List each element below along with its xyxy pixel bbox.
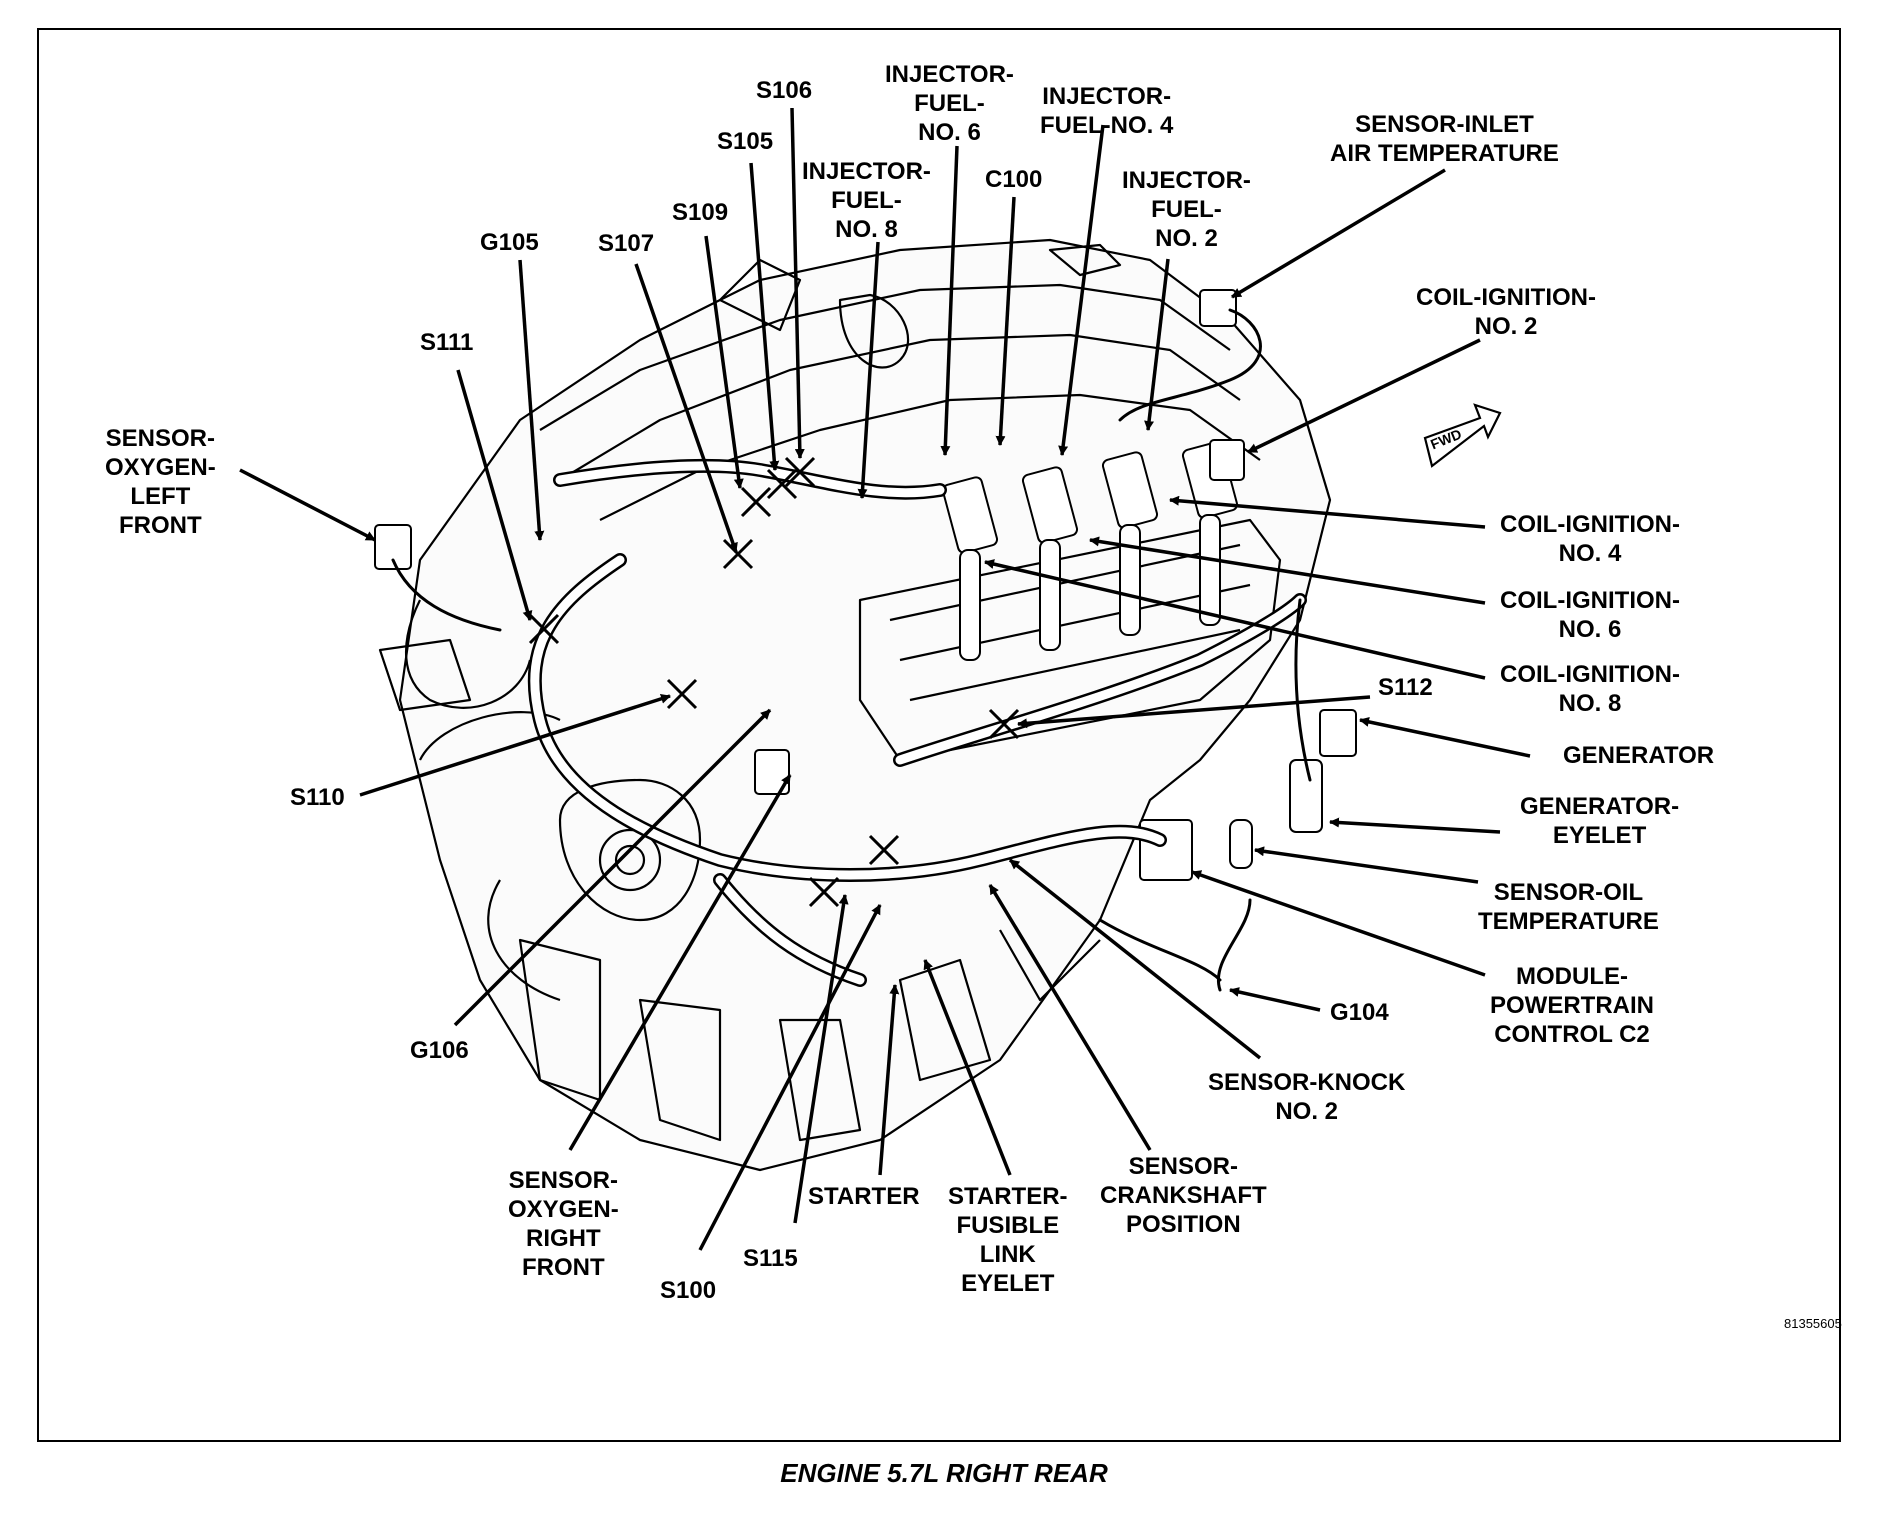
label-s109: S109 bbox=[672, 199, 729, 226]
label-s106: S106 bbox=[756, 77, 813, 104]
label-s105: S105 bbox=[717, 128, 774, 155]
label-coil-ignition-2: COIL-IGNITION-NO. 2 bbox=[1416, 284, 1596, 340]
label-generator-eyelet: GENERATOR-EYELET bbox=[1520, 793, 1680, 849]
engine-block bbox=[378, 238, 1332, 1172]
label-injector-fuel-4: INJECTOR-FUEL-NO. 4 bbox=[1040, 83, 1174, 139]
label-c100: C100 bbox=[985, 166, 1043, 193]
coil-row bbox=[374, 289, 1357, 881]
label-coil-ignition-4: COIL-IGNITION-NO. 4 bbox=[1500, 511, 1680, 567]
label-coil-ignition-6: COIL-IGNITION-NO. 6 bbox=[1500, 587, 1680, 643]
label-s115: S115 bbox=[743, 1245, 798, 1272]
figure-caption: ENGINE 5.7L RIGHT REAR bbox=[780, 1458, 1108, 1488]
label-injector-fuel-2: INJECTOR-FUEL-NO. 2 bbox=[1122, 167, 1251, 252]
label-s110: S110 bbox=[290, 784, 345, 811]
label-g106: G106 bbox=[410, 1037, 469, 1064]
label-injector-fuel-8: INJECTOR-FUEL-NO. 8 bbox=[802, 158, 931, 243]
label-coil-ignition-8: COIL-IGNITION-NO. 8 bbox=[1500, 661, 1680, 717]
wires-thin bbox=[391, 308, 1312, 992]
label-g104: G104 bbox=[1330, 999, 1389, 1026]
label-generator: GENERATOR bbox=[1563, 742, 1715, 769]
leader-lines bbox=[239, 107, 1531, 1251]
label-injector-fuel-6: INJECTOR-FUEL-NO. 6 bbox=[885, 61, 1014, 146]
fwd-arrow-icon bbox=[1423, 403, 1502, 468]
label-s107: S107 bbox=[598, 230, 655, 257]
label-g105: G105 bbox=[480, 229, 539, 256]
figure-frame bbox=[37, 28, 1841, 1442]
label-s112: S112 bbox=[1378, 674, 1433, 701]
wiring-harness-core bbox=[530, 461, 1305, 985]
label-starter: STARTER bbox=[808, 1183, 920, 1210]
label-s111: S111 bbox=[420, 329, 474, 356]
figure-code: 81355605 bbox=[1784, 1316, 1842, 1331]
label-s100: S100 bbox=[660, 1277, 717, 1304]
